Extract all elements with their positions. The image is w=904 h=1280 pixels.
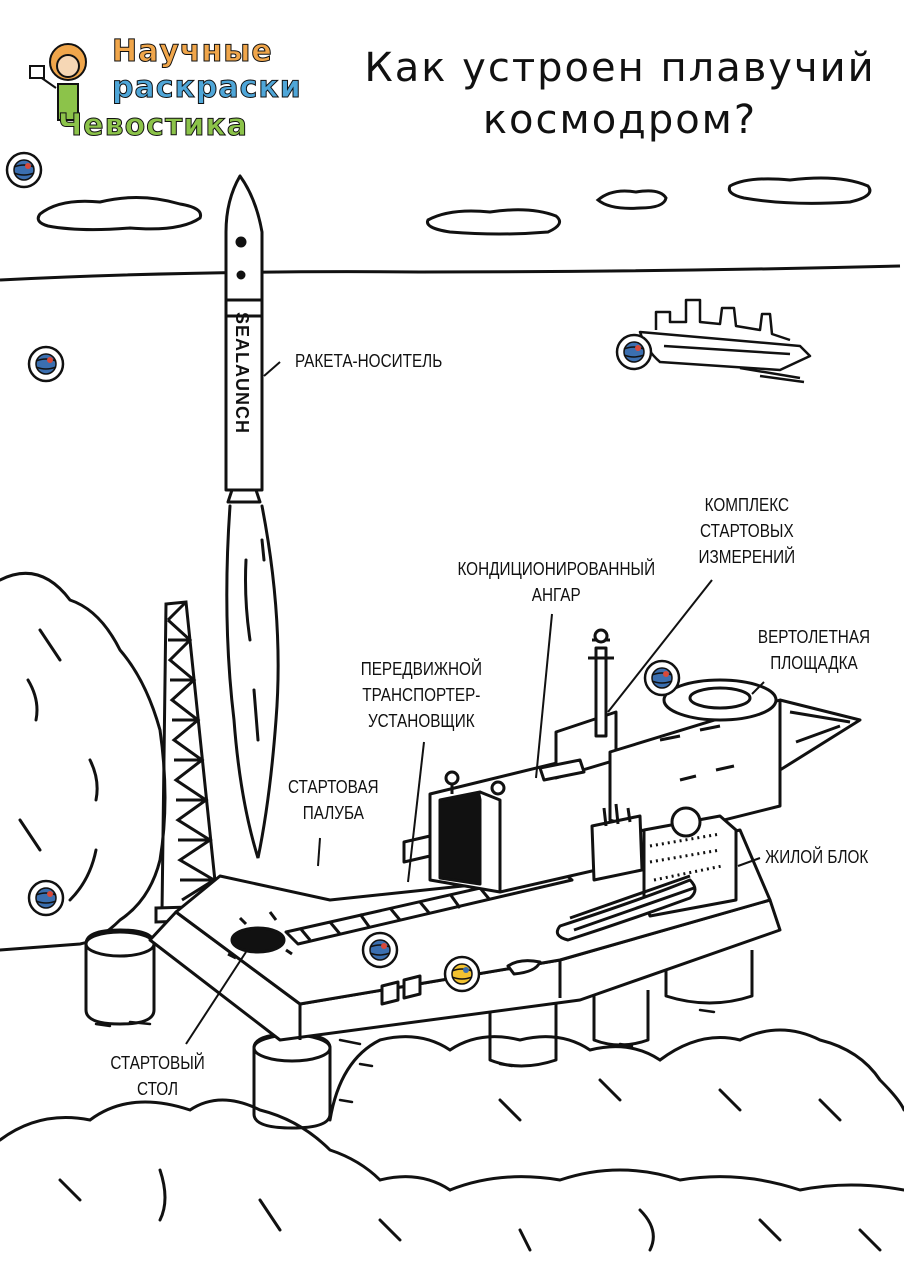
label-deck: СТАРТОВАЯ ПАЛУБА: [288, 774, 379, 826]
leader-transporter: [407, 741, 425, 883]
info-marker-icon[interactable]: [27, 345, 65, 383]
page-title: Как устроен плавучий космодром?: [340, 42, 900, 146]
cloud-right: [727, 176, 872, 205]
label-rocket: РАКЕТА-НОСИТЕЛЬ: [294, 351, 443, 371]
hangar-door: [438, 790, 482, 886]
leader-table: [185, 951, 247, 1045]
rocket-label: SEALAUNCH: [232, 312, 252, 434]
leader-heli: [751, 681, 765, 695]
smoke-bottom: [0, 1028, 904, 1252]
label-deck-line: СТАРТОВАЯ: [287, 777, 379, 797]
sky-clouds: [36, 176, 872, 236]
logo-line-1: Научные: [112, 34, 273, 69]
label-launch-table-line: СТОЛ: [137, 1079, 179, 1099]
rocket: SEALAUNCH: [224, 174, 264, 504]
label-helipad-line: ПЛОЩАДКА: [770, 653, 858, 673]
title-line-2: космодром?: [482, 97, 758, 143]
water-lines: [94, 1008, 716, 1104]
info-marker-icon[interactable]: [443, 955, 481, 993]
label-hangar-line: КОНДИЦИОНИРОВАННЫЙ: [457, 559, 656, 579]
label-hangar: КОНДИЦИОНИРОВАННЫЙ АНГАР: [457, 556, 655, 608]
leader-living: [737, 857, 761, 867]
label-transporter-line: УСТАНОВЩИК: [367, 711, 475, 731]
cloud-small: [595, 189, 668, 210]
label-launch-table: СТАРТОВЫЙ СТОЛ: [110, 1050, 204, 1102]
info-marker-icon[interactable]: [27, 879, 65, 917]
support-ship: [638, 298, 812, 384]
leader-deck: [317, 837, 321, 867]
exhaust-plume: [225, 504, 280, 859]
mascot-icon: [29, 43, 87, 121]
label-complex: КОМПЛЕКС СТАРТОВЫХ ИЗМЕРЕНИЙ: [699, 492, 796, 570]
rocket-nozzle: [226, 488, 262, 504]
info-marker-icon[interactable]: [615, 333, 653, 371]
leader-rocket: [263, 361, 281, 377]
label-deck-line: ПАЛУБА: [302, 803, 364, 823]
label-helipad-line: ВЕРТОЛЕТНАЯ: [757, 627, 871, 647]
leader-lines: [185, 361, 765, 1045]
label-transporter-line: ТРАНСПОРТЕР-: [362, 685, 481, 705]
logo-line-2: раскраски: [112, 70, 302, 105]
label-transporter-line: ПЕРЕДВИЖНОЙ: [360, 659, 482, 679]
floating-platform: [84, 628, 862, 1130]
logo-line-3: Чевостика: [58, 108, 248, 143]
launch-table: [230, 926, 286, 954]
info-marker-icon[interactable]: [5, 151, 43, 189]
cloud-center: [426, 208, 562, 236]
info-marker-icon[interactable]: [643, 659, 681, 697]
label-hangar-line: АНГАР: [531, 585, 581, 605]
leader-complex: [607, 579, 713, 713]
launch-tower: [154, 600, 226, 924]
label-transporter: ПЕРЕДВИЖНОЙ ТРАНСПОРТЕР- УСТАНОВЩИК: [361, 656, 482, 734]
horizon-line: [0, 264, 901, 282]
cloud-left: [36, 196, 203, 232]
smoke-left: [0, 571, 167, 952]
title-line-1: Как устроен плавучий: [364, 45, 876, 91]
label-complex-line: СТАРТОВЫХ: [700, 521, 794, 541]
info-marker-icon[interactable]: [361, 931, 399, 969]
antenna-mast: [594, 646, 608, 738]
brand-logo: Научные раскраски Чевостика: [40, 34, 340, 154]
label-living-block: ЖИЛОЙ БЛОК: [765, 847, 869, 867]
label-complex-line: ИЗМЕРЕНИЙ: [698, 547, 796, 567]
label-complex-line: КОМПЛЕКС: [704, 495, 790, 515]
label-launch-table-line: СТАРТОВЫЙ: [110, 1053, 205, 1073]
leader-hangar: [535, 613, 553, 779]
label-helipad: ВЕРТОЛЕТНАЯ ПЛОЩАДКА: [758, 624, 870, 676]
